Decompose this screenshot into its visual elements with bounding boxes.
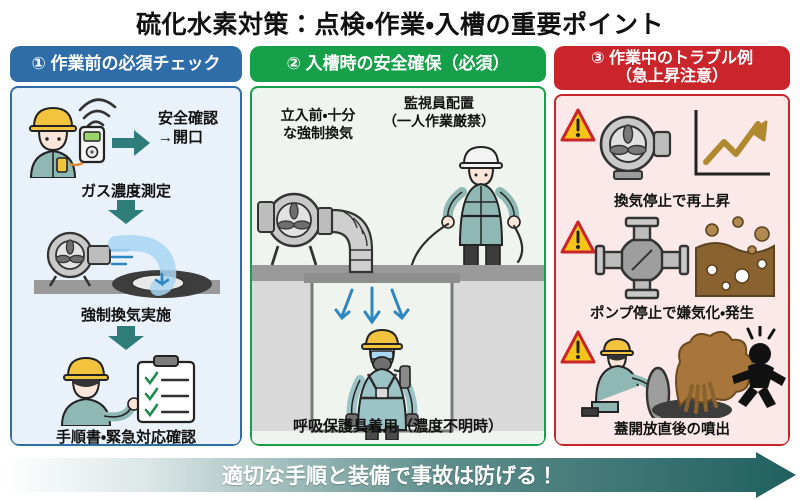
- panel-pre-work-check: ① 作業前の必須チェック: [10, 46, 242, 446]
- panel-entry-safety: ② 入槽時の安全確保（必須） 立入前・十分 な強制換気 監視員配置 （一人作業厳…: [250, 46, 546, 446]
- forced-ventilation-illustration: [34, 231, 220, 298]
- open-hole-icon: [652, 399, 732, 418]
- panel3-row-pump-stop: ポンプ停止で嫌気化・発生: [556, 214, 788, 326]
- panel2-header: ② 入槽時の安全確保（必須）: [250, 46, 546, 82]
- down-arrow-icon-1: [108, 200, 144, 224]
- downward-airflow-icon: [334, 286, 410, 325]
- gas-measurement-illustration: [29, 98, 150, 178]
- panel3-caption-1: 換気停止で再上昇: [614, 194, 730, 210]
- collapsing-person-icon: [732, 326, 786, 408]
- panel1-step-procedure: 手順書・緊急対応確認: [12, 350, 240, 446]
- panel1-caption-ventilation: 強制換気実施: [80, 307, 171, 324]
- right-arrow-icon: [112, 130, 150, 156]
- panel2-ventilation-label: 立入前・十分 な強制換気: [280, 107, 356, 142]
- gas-detector-icon: [78, 125, 106, 164]
- airflow-arrow-icon: [110, 248, 134, 266]
- signal-wave-icon: [78, 98, 117, 128]
- panel3-header-line2: （急上昇注意）: [615, 68, 728, 85]
- worker-opening-cover-icon: [581, 337, 654, 417]
- panel3-caption-2: ポンプ停止で嫌気化・発生: [590, 306, 754, 322]
- right-arrow-banner-icon: [4, 452, 796, 498]
- cover-burst-illustration: [560, 326, 786, 418]
- duct-icon: [317, 207, 374, 274]
- panel1-caption-gas: ガス濃度測定: [80, 183, 171, 200]
- panel3-caption-3: 蓋開放直後の噴出: [614, 422, 730, 438]
- panel1-body: 安全確認 →開口 ガス濃度測定: [10, 86, 242, 446]
- supervisor-icon: [441, 145, 521, 268]
- panel2-supervisor-label: 監視員配置 （一人作業厳禁）: [383, 95, 495, 130]
- panel3-row-cover-burst: 蓋開放直後の噴出: [556, 326, 788, 444]
- warning-triangle-icon: [560, 330, 596, 364]
- worker-icon: [60, 356, 141, 426]
- panel2-caption: 呼吸保護具着用（濃度不明時）: [292, 418, 503, 435]
- pump-valve-icon: [594, 216, 690, 300]
- gas-burst-icon: [675, 330, 754, 414]
- ventilation-stop-illustration: [560, 108, 770, 180]
- panel1-step-gas-measure: 安全確認 →開口 ガス濃度測定: [12, 94, 240, 204]
- panel3-header: ③ 作業中のトラブル例 （急上昇注意）: [554, 46, 790, 90]
- blower-fan-icon: [46, 231, 111, 287]
- page-title: 硫化水素対策：点検・作業・入槽の重要ポイント: [135, 11, 664, 39]
- down-arrow-icon-2: [108, 326, 144, 350]
- panel3-header-line1: ③ 作業中のトラブル例: [591, 50, 753, 68]
- worker-icon: [29, 106, 90, 178]
- panel1-step-ventilation: 強制換気実施: [12, 224, 240, 328]
- clipboard-checklist-icon: [136, 355, 196, 424]
- stopped-fan-icon: [599, 115, 672, 180]
- airflow-stream-icon: [108, 235, 177, 296]
- warning-triangle-icon: [560, 220, 596, 254]
- panel1-side-text: 安全確認 →開口: [158, 110, 219, 146]
- respirator-worker-icon: [345, 328, 419, 440]
- warning-triangle-icon: [560, 108, 596, 142]
- panel3-body: 換気停止で再上昇: [554, 94, 790, 446]
- pump-stop-illustration: [560, 216, 775, 300]
- bottom-banner: 適切な手順と装備で事故は防げる！: [0, 452, 800, 498]
- panel1-header: ① 作業前の必須チェック: [10, 46, 242, 82]
- procedure-check-illustration: [60, 355, 196, 426]
- panel-trouble-examples: ③ 作業中のトラブル例 （急上昇注意）: [554, 46, 790, 446]
- tank-entry-illustration: [252, 145, 544, 440]
- blower-fan-icon: [257, 192, 322, 266]
- sludge-bubbles-icon: [695, 216, 775, 297]
- panel3-row-ventilation-stop: 換気停止で再上昇: [556, 102, 788, 214]
- panel1-caption-procedure: 手順書・緊急対応確認: [55, 429, 197, 446]
- panel2-body: 立入前・十分 な強制換気 監視員配置 （一人作業厳禁）: [250, 86, 546, 446]
- rising-graph-icon: [694, 110, 770, 176]
- banner-text: 適切な手順と装備で事故は防げる！: [222, 465, 558, 488]
- airflow-down-arrow-icon: [154, 272, 170, 287]
